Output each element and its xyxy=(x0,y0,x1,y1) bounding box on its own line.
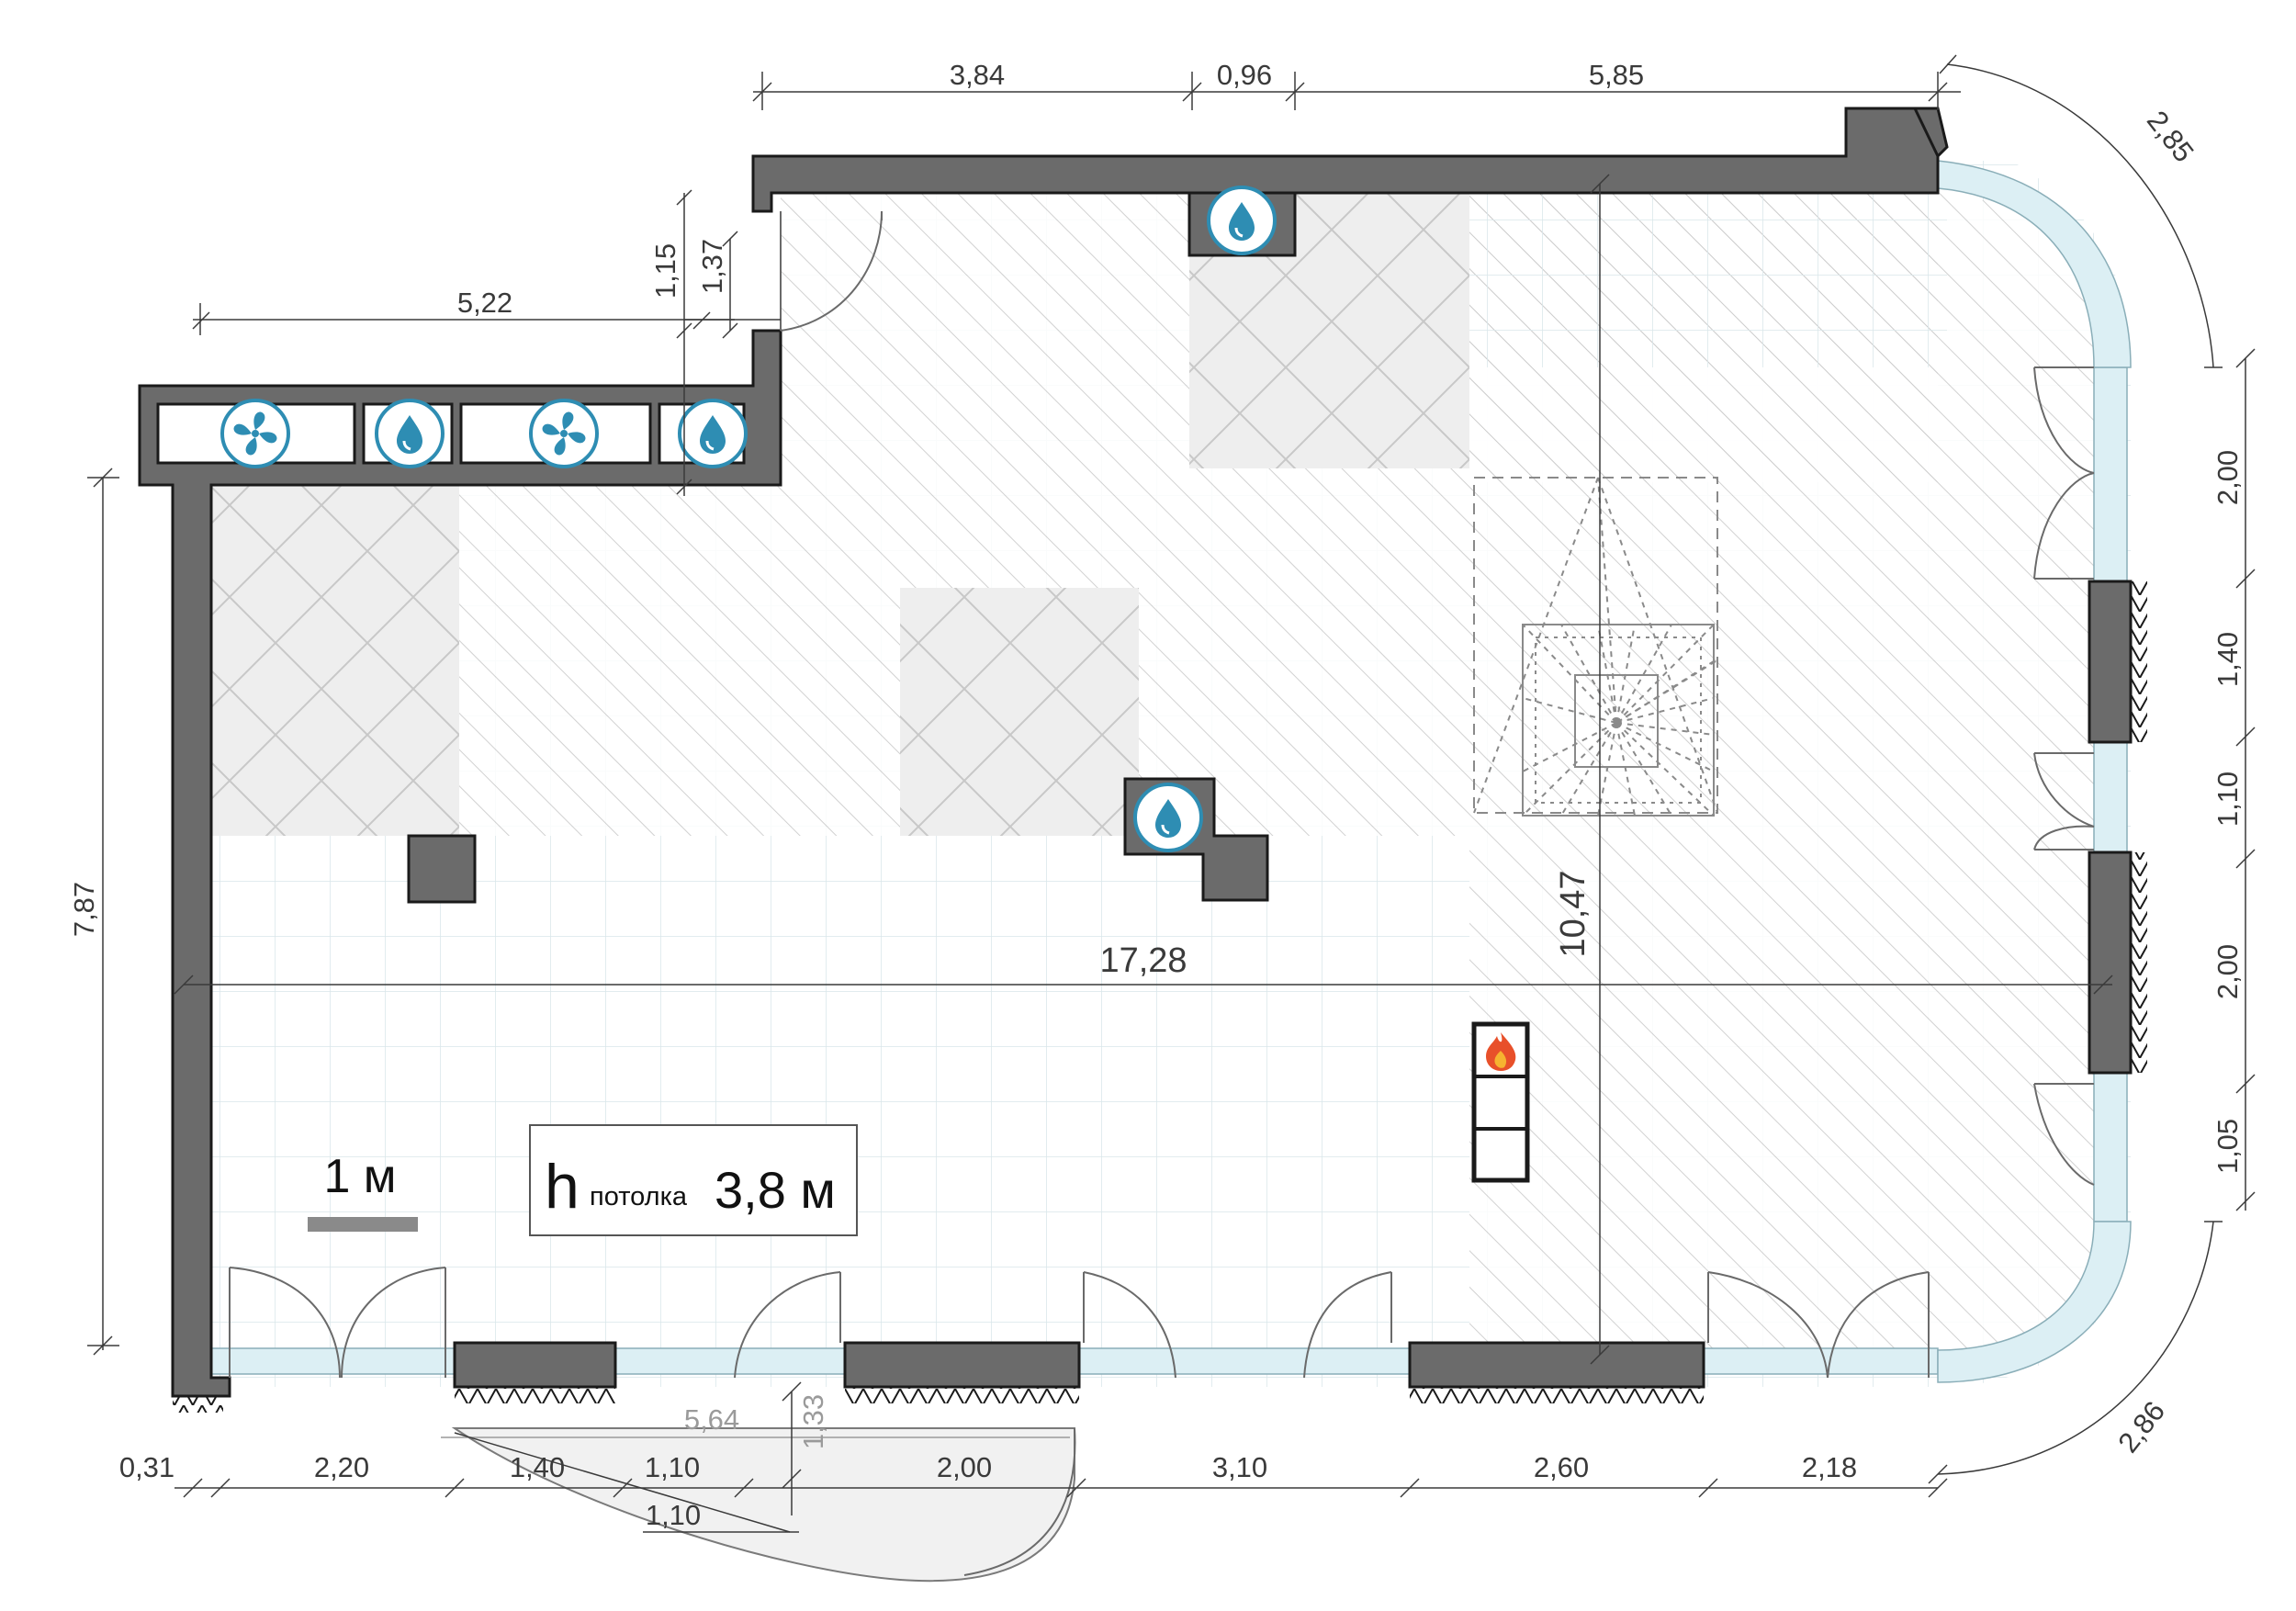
wall-top xyxy=(751,107,1940,213)
dim-top-3: 5,85 xyxy=(1589,59,1644,91)
dim-top-1: 3,84 xyxy=(950,59,1005,91)
dim-corner-bottom: 2,86 xyxy=(2111,1395,2171,1459)
dim-corner-top: 2,85 xyxy=(2141,105,2200,168)
ceiling-text: потолка xyxy=(590,1182,688,1211)
water-drop-icon xyxy=(1133,783,1203,852)
dim-right-2: 1,40 xyxy=(2212,632,2244,687)
water-drop-icon xyxy=(1207,186,1277,255)
dim-right-4: 2,00 xyxy=(2212,944,2244,999)
dim-bottom-7: 2,18 xyxy=(1802,1451,1857,1483)
dim-bottom-5: 3,10 xyxy=(1212,1451,1267,1483)
dim-porch-depth: 1,33 xyxy=(797,1394,829,1449)
dim-total-depth: 10,47 xyxy=(1554,870,1593,957)
scale-bar: 1 м xyxy=(308,1150,418,1232)
staircase xyxy=(1473,477,1718,817)
dim-notch-2: 1,37 xyxy=(696,239,728,294)
dim-bottom-1: 2,20 xyxy=(314,1451,369,1483)
wall-corner xyxy=(1912,107,1949,159)
dim-porch-side: 1,10 xyxy=(646,1499,701,1531)
dim-top-2: 0,96 xyxy=(1217,59,1272,91)
dimension-lines xyxy=(87,54,2256,1533)
ceiling-value: 3,8 м xyxy=(715,1161,836,1219)
fan-icon xyxy=(529,399,599,468)
dim-right-5: 1,05 xyxy=(2212,1119,2244,1174)
wall-bottom-2 xyxy=(843,1341,1081,1389)
dim-bottom-0: 0,31 xyxy=(119,1451,174,1483)
pillar xyxy=(407,834,477,904)
dim-notch-1: 1,15 xyxy=(649,243,681,299)
wall-right-1 xyxy=(2088,580,2133,744)
dim-bottom-4: 2,00 xyxy=(937,1451,992,1483)
fire-icon xyxy=(1486,1032,1516,1071)
dim-right-3: 1,10 xyxy=(2212,772,2244,827)
doors xyxy=(229,210,2095,1576)
wall-bottom-3 xyxy=(1408,1341,1705,1389)
dim-bottom-6: 2,60 xyxy=(1534,1451,1589,1483)
wall-bottom-1 xyxy=(453,1341,617,1389)
fire-unit xyxy=(1471,1021,1530,1183)
dim-porch-width: 5,64 xyxy=(684,1403,739,1436)
dim-left-top: 5,22 xyxy=(457,287,512,319)
scale-label: 1 м xyxy=(323,1150,396,1203)
ceiling-height-box: h потолка 3,8 м xyxy=(529,1124,858,1236)
water-drop-icon xyxy=(678,399,748,468)
water-drop-icon xyxy=(375,399,445,468)
ceiling-h: h xyxy=(545,1152,580,1222)
floor-area xyxy=(197,161,2131,1583)
dim-right-1: 2,00 xyxy=(2212,450,2244,505)
wall-right-2 xyxy=(2088,851,2133,1075)
dim-bottom-2: 1,40 xyxy=(510,1451,565,1483)
dim-total-width: 17,28 xyxy=(1099,941,1187,980)
exterior-edge xyxy=(173,581,2147,1413)
dim-bottom-3: 1,10 xyxy=(645,1451,700,1483)
fan-icon xyxy=(220,399,290,468)
dim-left-side: 7,87 xyxy=(68,882,100,937)
